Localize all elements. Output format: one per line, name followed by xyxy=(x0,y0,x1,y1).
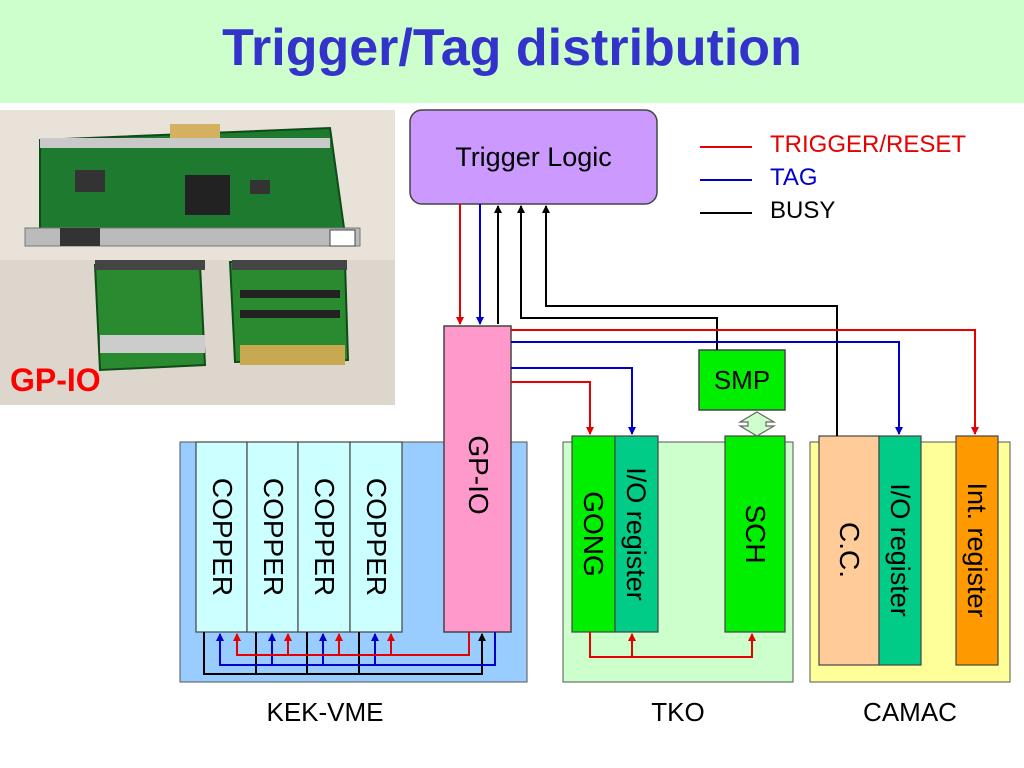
copper-label-4: COPPER xyxy=(361,477,392,597)
trigger-logic-label: Trigger Logic xyxy=(455,141,612,172)
system-label-tko: TKO xyxy=(651,697,705,727)
busy-line-smp xyxy=(517,205,718,350)
page-title: Trigger/Tag distribution xyxy=(222,19,802,77)
legend-tag: TAG xyxy=(770,164,818,191)
vme-trigger-bus xyxy=(233,632,470,656)
copper-label-1: COPPER xyxy=(207,477,238,597)
camac-io-register-label: I/O register xyxy=(885,483,916,617)
sch-label: SCH xyxy=(740,504,771,564)
int-register-label: Int. register xyxy=(962,482,993,618)
copper-label-2: COPPER xyxy=(258,477,289,597)
busy-line-cc xyxy=(542,205,838,436)
title-bar xyxy=(0,0,1024,103)
smp-sch-double-arrow xyxy=(737,411,777,437)
system-label-vme: KEK-VME xyxy=(266,697,384,727)
copper-label-3: COPPER xyxy=(309,477,340,597)
trigger-to-gong xyxy=(511,381,594,435)
vme-tag-bus xyxy=(216,632,496,666)
smp-label: SMP xyxy=(713,364,771,395)
cc-label: C.C. xyxy=(834,522,865,578)
gpio-label: GP-IO xyxy=(463,435,494,515)
gpio-board-photo xyxy=(0,110,395,405)
gpio-photo-label: GP-IO xyxy=(10,362,101,398)
gong-label: GONG xyxy=(578,491,609,577)
tko-io-register-label: I/O register xyxy=(621,467,652,601)
tko-bus xyxy=(589,632,756,658)
vme-busy-bus xyxy=(203,632,486,675)
tag-to-tko-io xyxy=(511,367,636,435)
legend-busy: BUSY xyxy=(770,197,836,224)
system-label-camac: CAMAC xyxy=(863,697,957,727)
legend-trigger-reset: TRIGGER/RESET xyxy=(770,131,967,158)
